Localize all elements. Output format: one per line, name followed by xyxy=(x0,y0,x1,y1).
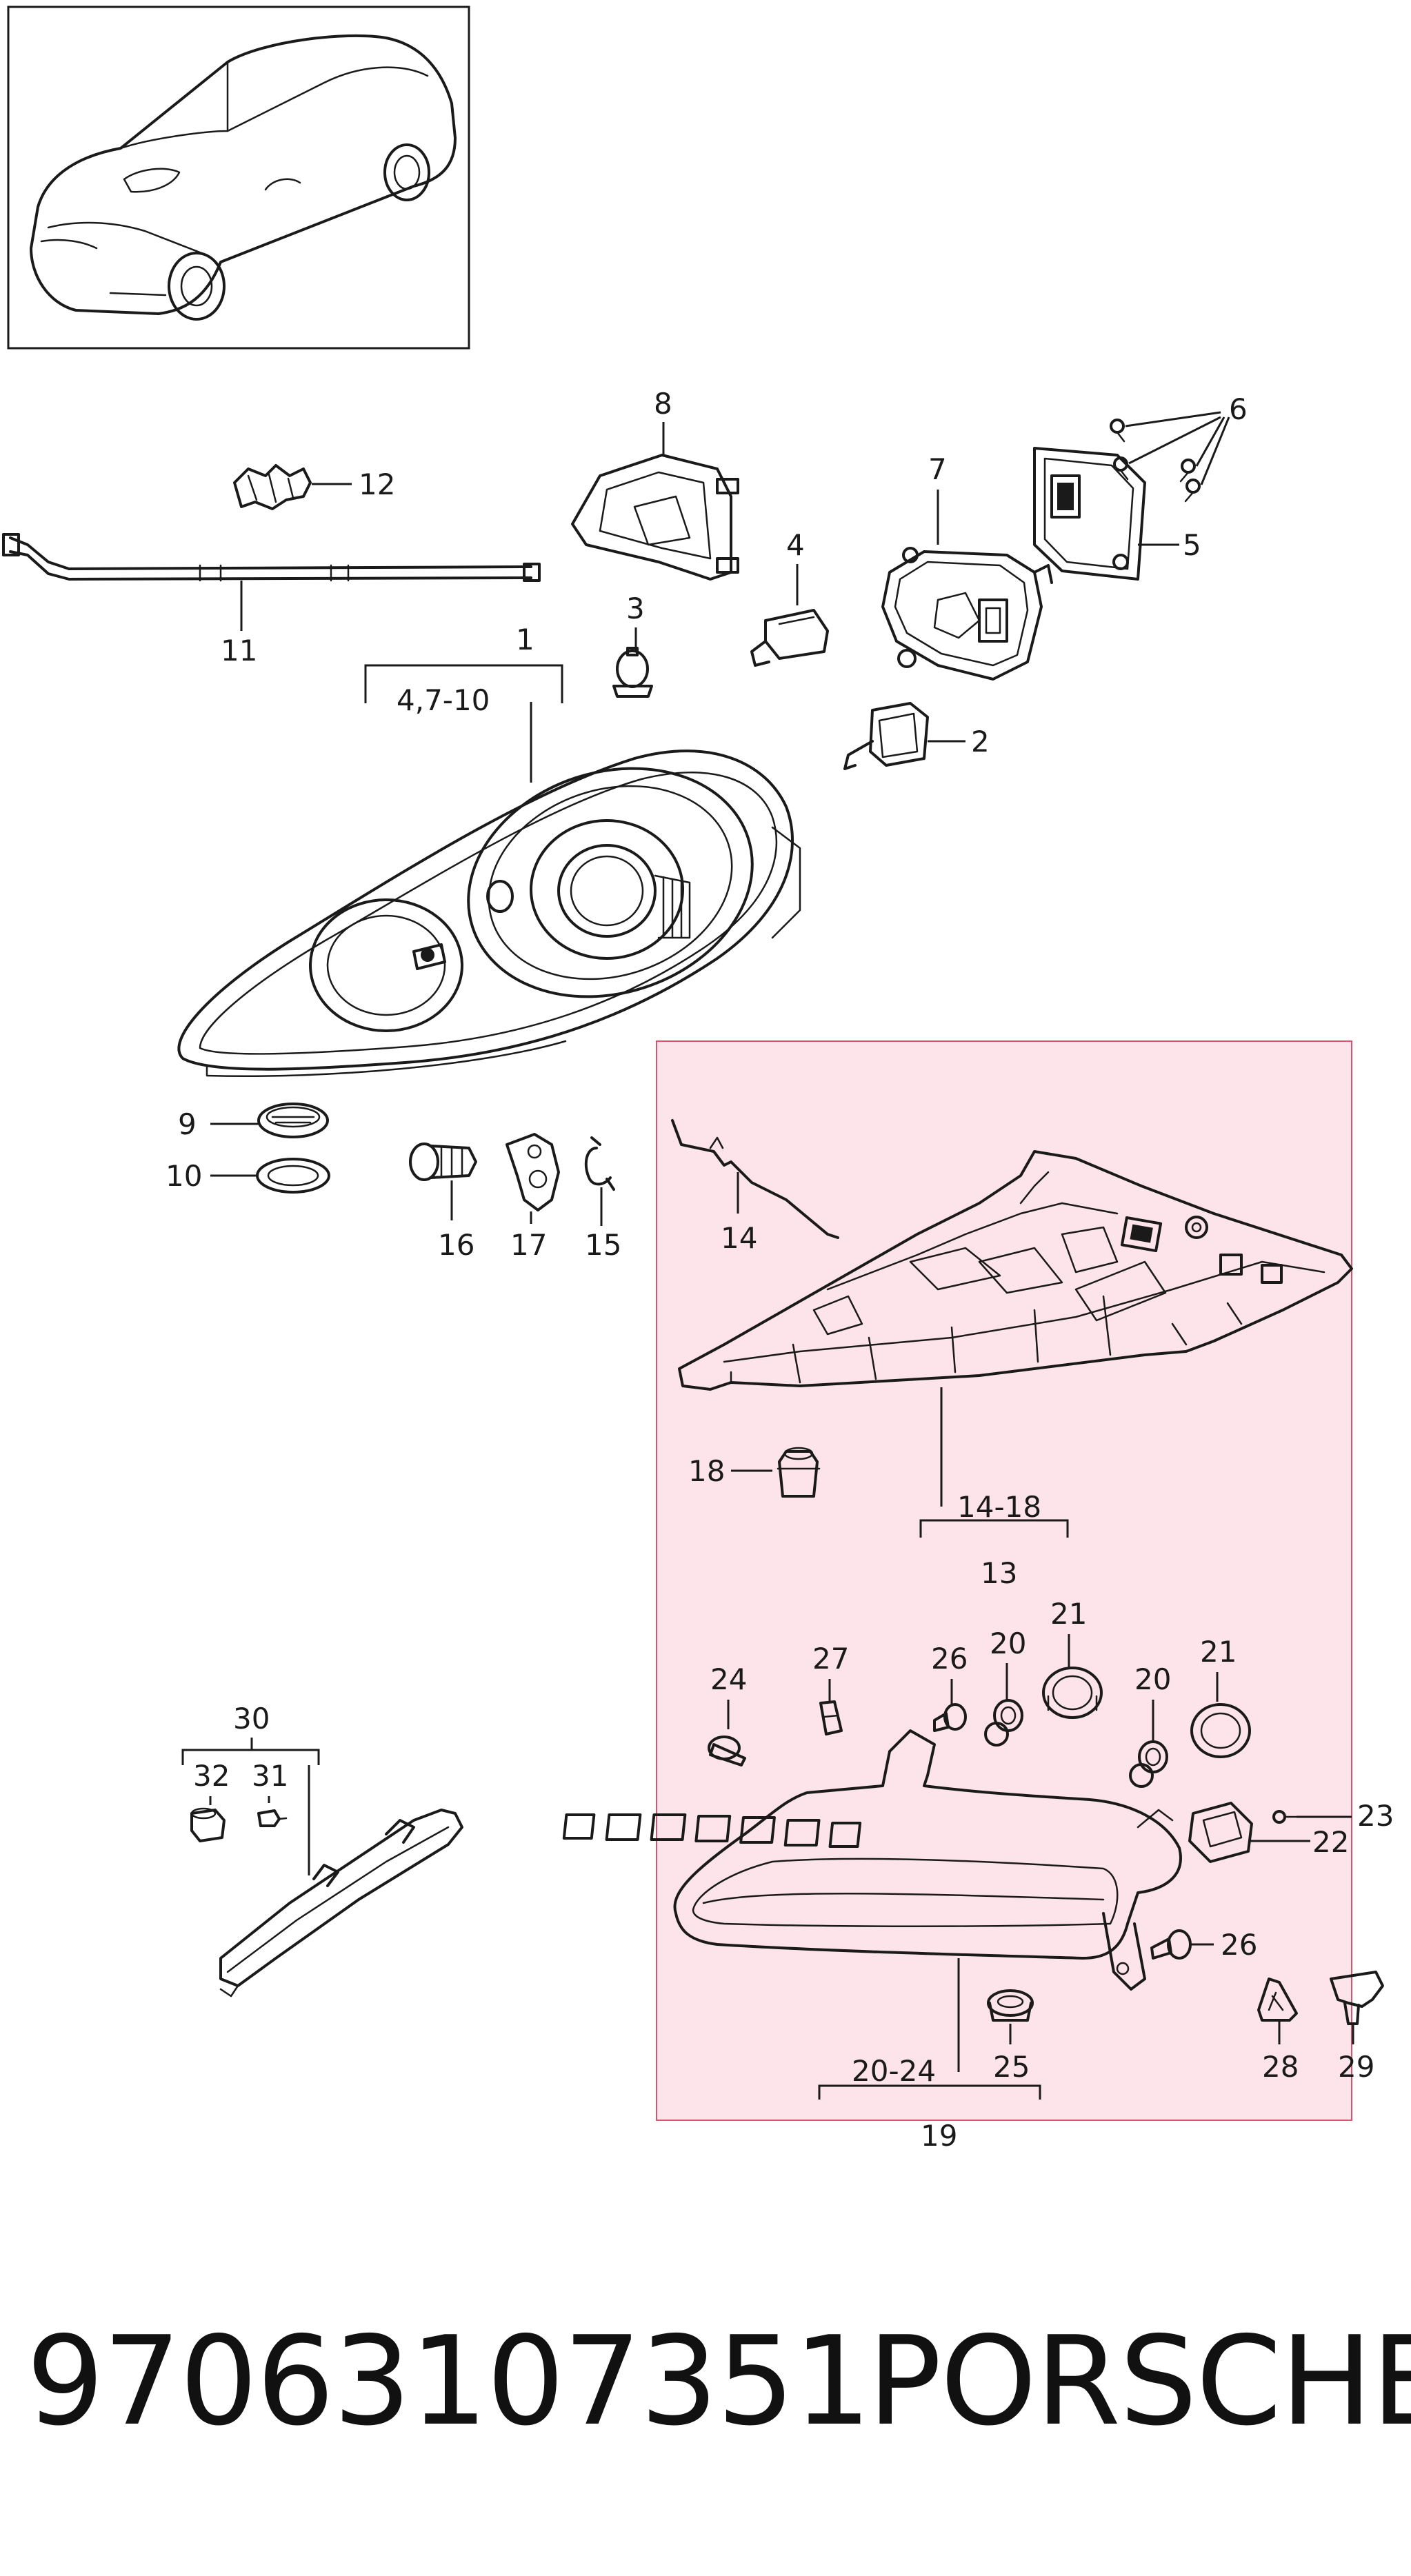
callout-1: 1 xyxy=(516,623,534,656)
callout-13: 13 xyxy=(981,1556,1017,1590)
bracket-part-13 xyxy=(678,1150,1353,1507)
screw-part-26-upper xyxy=(933,1703,967,1732)
control-unit-part-5 xyxy=(1033,447,1179,581)
housing-part-8 xyxy=(571,454,739,581)
callout-10: 10 xyxy=(166,1159,202,1193)
screws-part-6 xyxy=(1110,411,1230,503)
callout-17: 17 xyxy=(510,1228,547,1262)
bulb-part-20-lower xyxy=(1129,1740,1168,1788)
callout-27: 27 xyxy=(812,1642,849,1676)
callout-9: 9 xyxy=(178,1107,197,1141)
plug-part-18 xyxy=(777,1447,821,1498)
fog-light-assembly-icon xyxy=(562,1729,1182,2072)
callout-28: 28 xyxy=(1262,2050,1299,2084)
brand-name: PORSCHE xyxy=(868,2310,1411,2453)
ring-part-21-upper xyxy=(1042,1667,1103,1719)
callout-19: 19 xyxy=(921,2119,957,2153)
callout-26-lower: 26 xyxy=(1221,1928,1257,1962)
clip-part-12 xyxy=(233,464,352,510)
callout-11: 11 xyxy=(221,634,257,667)
bracket-part-7 xyxy=(881,547,1053,681)
callout-6: 6 xyxy=(1229,392,1248,426)
callout-15: 15 xyxy=(585,1228,621,1262)
grommet-part-25 xyxy=(987,1989,1034,2044)
clip-part-29 xyxy=(1330,1971,1384,2044)
module-part-22 xyxy=(1188,1802,1310,1863)
callout-21-upper: 21 xyxy=(1050,1597,1087,1631)
wire-part-14 xyxy=(671,1119,839,1239)
callout-26-upper: 26 xyxy=(931,1642,968,1676)
callout-20-upper: 20 xyxy=(990,1627,1026,1660)
clip-part-15 xyxy=(584,1136,615,1226)
callout-13-range: 14-18 xyxy=(957,1490,1041,1524)
callout-12: 12 xyxy=(359,467,395,501)
callout-30: 30 xyxy=(233,1702,270,1735)
callout-24: 24 xyxy=(710,1662,747,1696)
callout-31: 31 xyxy=(252,1759,288,1793)
callout-8: 8 xyxy=(654,387,672,421)
bulb-part-20-upper xyxy=(984,1699,1023,1747)
callout-1-range: 4,7-10 xyxy=(397,683,490,717)
seal-part-10 xyxy=(256,1158,330,1194)
callout-18: 18 xyxy=(688,1454,725,1488)
cap-part-9 xyxy=(257,1103,329,1138)
clip-part-28 xyxy=(1257,1978,1298,2044)
ring-part-21-lower xyxy=(1190,1703,1251,1758)
screw-part-16 xyxy=(409,1143,477,1220)
igniter-part-2 xyxy=(843,702,965,770)
callout-22: 22 xyxy=(1312,1825,1349,1859)
clip-part-27 xyxy=(819,1700,843,1735)
bracket-part-17 xyxy=(506,1133,560,1224)
bulb-part-3 xyxy=(612,647,653,698)
callout-23: 23 xyxy=(1357,1799,1394,1833)
callout-7: 7 xyxy=(928,452,947,486)
callout-21-lower: 21 xyxy=(1200,1635,1237,1669)
side-marker-light-icon xyxy=(219,1809,463,1998)
headlight-assembly-icon xyxy=(177,749,801,1077)
callout-3: 3 xyxy=(626,592,645,625)
bulb-holder-part-32 xyxy=(190,1807,226,1842)
vehicle-thumbnail-icon xyxy=(7,6,470,350)
bulb-part-31 xyxy=(257,1809,288,1827)
cable-part-11 xyxy=(2,533,541,631)
callout-20-lower: 20 xyxy=(1134,1662,1171,1696)
callout-2: 2 xyxy=(971,725,990,758)
callout-19-range: 20-24 xyxy=(852,2054,936,2088)
callout-4: 4 xyxy=(786,528,805,562)
callout-16: 16 xyxy=(438,1228,474,1262)
part-number: 97063107351 xyxy=(26,2310,872,2453)
socket-part-4 xyxy=(750,609,829,667)
callout-14: 14 xyxy=(721,1221,757,1255)
callout-29: 29 xyxy=(1338,2050,1374,2084)
clip-part-24 xyxy=(708,1735,746,1767)
screw-part-26-lower xyxy=(1150,1929,1214,1960)
screw-part-23 xyxy=(1272,1810,1352,1824)
callout-5: 5 xyxy=(1183,528,1201,562)
callout-32: 32 xyxy=(193,1759,230,1793)
callout-25: 25 xyxy=(993,2050,1030,2084)
